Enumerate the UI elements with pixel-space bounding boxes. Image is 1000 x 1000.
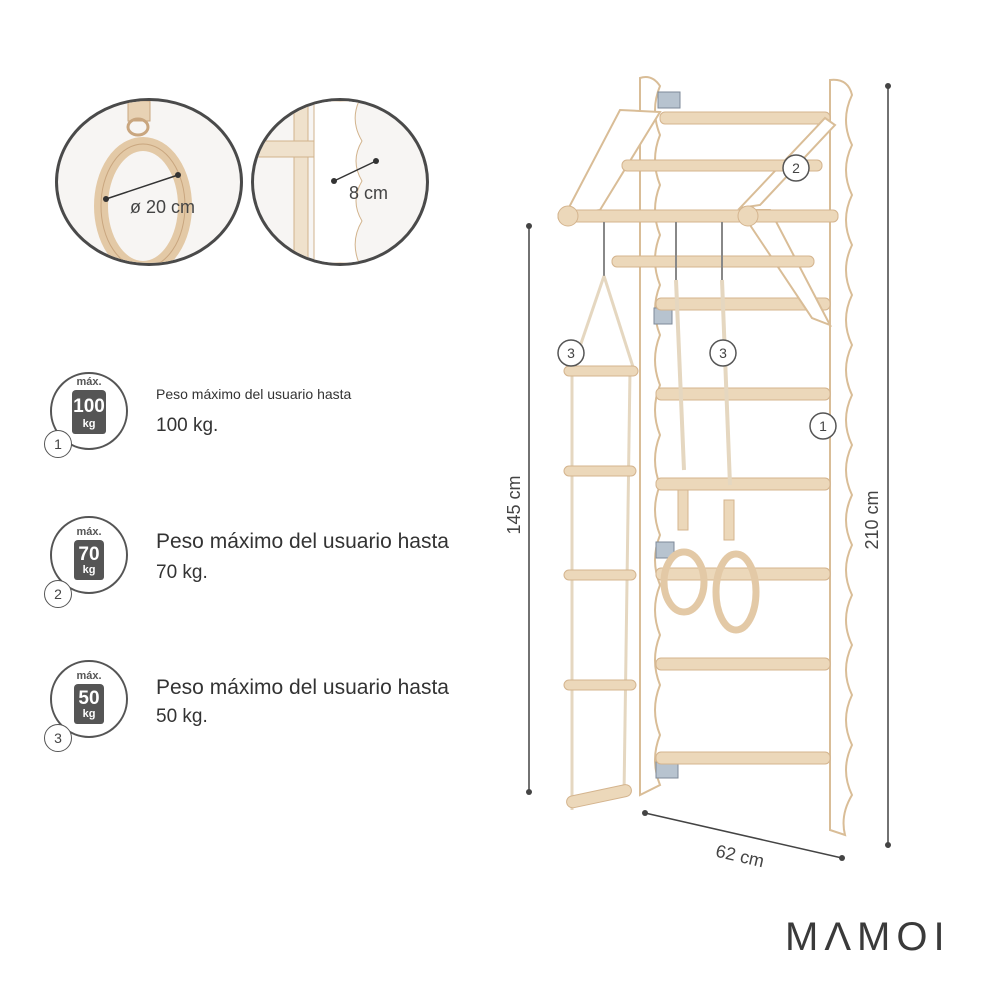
bar-depth-label: 8 cm — [349, 183, 389, 203]
right-rail — [829, 78, 854, 837]
rope-ladder — [563, 222, 639, 810]
bar-detail-circle: 8 cm — [251, 98, 429, 266]
weight-badge-max-label: máx. — [76, 670, 102, 682]
height-total-label: 210 cm — [862, 490, 882, 549]
ring-diameter-label: ø 20 cm — [130, 197, 196, 217]
product-marker-text: 3 — [719, 345, 727, 361]
product-marker-text: 2 — [792, 160, 800, 176]
height-ladder-label: 145 cm — [504, 475, 524, 534]
product-marker-text: 1 — [819, 418, 827, 434]
weight-limit-value-2: 70 kg. — [156, 562, 208, 583]
weight-badge-unit: kg — [82, 418, 96, 430]
height-ladder-dimension — [526, 223, 532, 795]
weight-limit-title-3: Peso máximo del usuario hasta — [156, 676, 449, 699]
weight-limit-value-3: 50 kg. — [156, 706, 208, 727]
ring-detail-circle: ø 20 cm — [55, 98, 243, 266]
weight-icon — [72, 390, 106, 434]
weight-badge-max-label: máx. — [76, 526, 102, 538]
product-marker-rope-ladder: 3 — [557, 339, 585, 367]
left-rail — [639, 76, 662, 797]
weight-badge-100: máx. 100 kg — [50, 372, 128, 450]
bar-detail-illustration — [254, 101, 379, 263]
weight-marker-1: 1 — [44, 430, 72, 458]
weight-badge-max-label: máx. — [76, 376, 102, 388]
ring-detail-illustration — [94, 101, 192, 263]
width-label: 62 cm — [714, 841, 766, 872]
weight-icon — [74, 540, 104, 580]
product-marker-text: 3 — [567, 345, 575, 361]
weight-limit-title-1: Peso máximo del usuario hasta — [156, 386, 352, 402]
product-marker-pull-up-bar: 2 — [782, 154, 810, 182]
weight-badge-value: 100 — [73, 396, 105, 417]
weight-marker-3: 3 — [44, 724, 72, 752]
weight-badge-unit: kg — [82, 564, 96, 576]
weight-badge-unit: kg — [82, 708, 96, 720]
width-dimension — [642, 810, 845, 861]
pull-up-bar-frame — [557, 108, 839, 327]
weight-badge-value: 70 — [78, 544, 100, 565]
brand-logo: MΛMOI — [785, 915, 951, 959]
weight-marker-2: 2 — [44, 580, 72, 608]
height-total-dimension — [885, 83, 891, 848]
weight-badge-value: 50 — [78, 688, 100, 709]
product-marker-rings: 3 — [709, 339, 737, 367]
weight-limit-title-2: Peso máximo del usuario hasta — [156, 530, 449, 553]
weight-icon — [74, 684, 104, 724]
product-marker-wall-ladder: 1 — [809, 412, 837, 440]
gymnastic-rings — [660, 222, 760, 634]
weight-limit-value-1: 100 kg. — [156, 415, 219, 436]
weight-badge-50: máx. 50 kg — [50, 660, 128, 738]
